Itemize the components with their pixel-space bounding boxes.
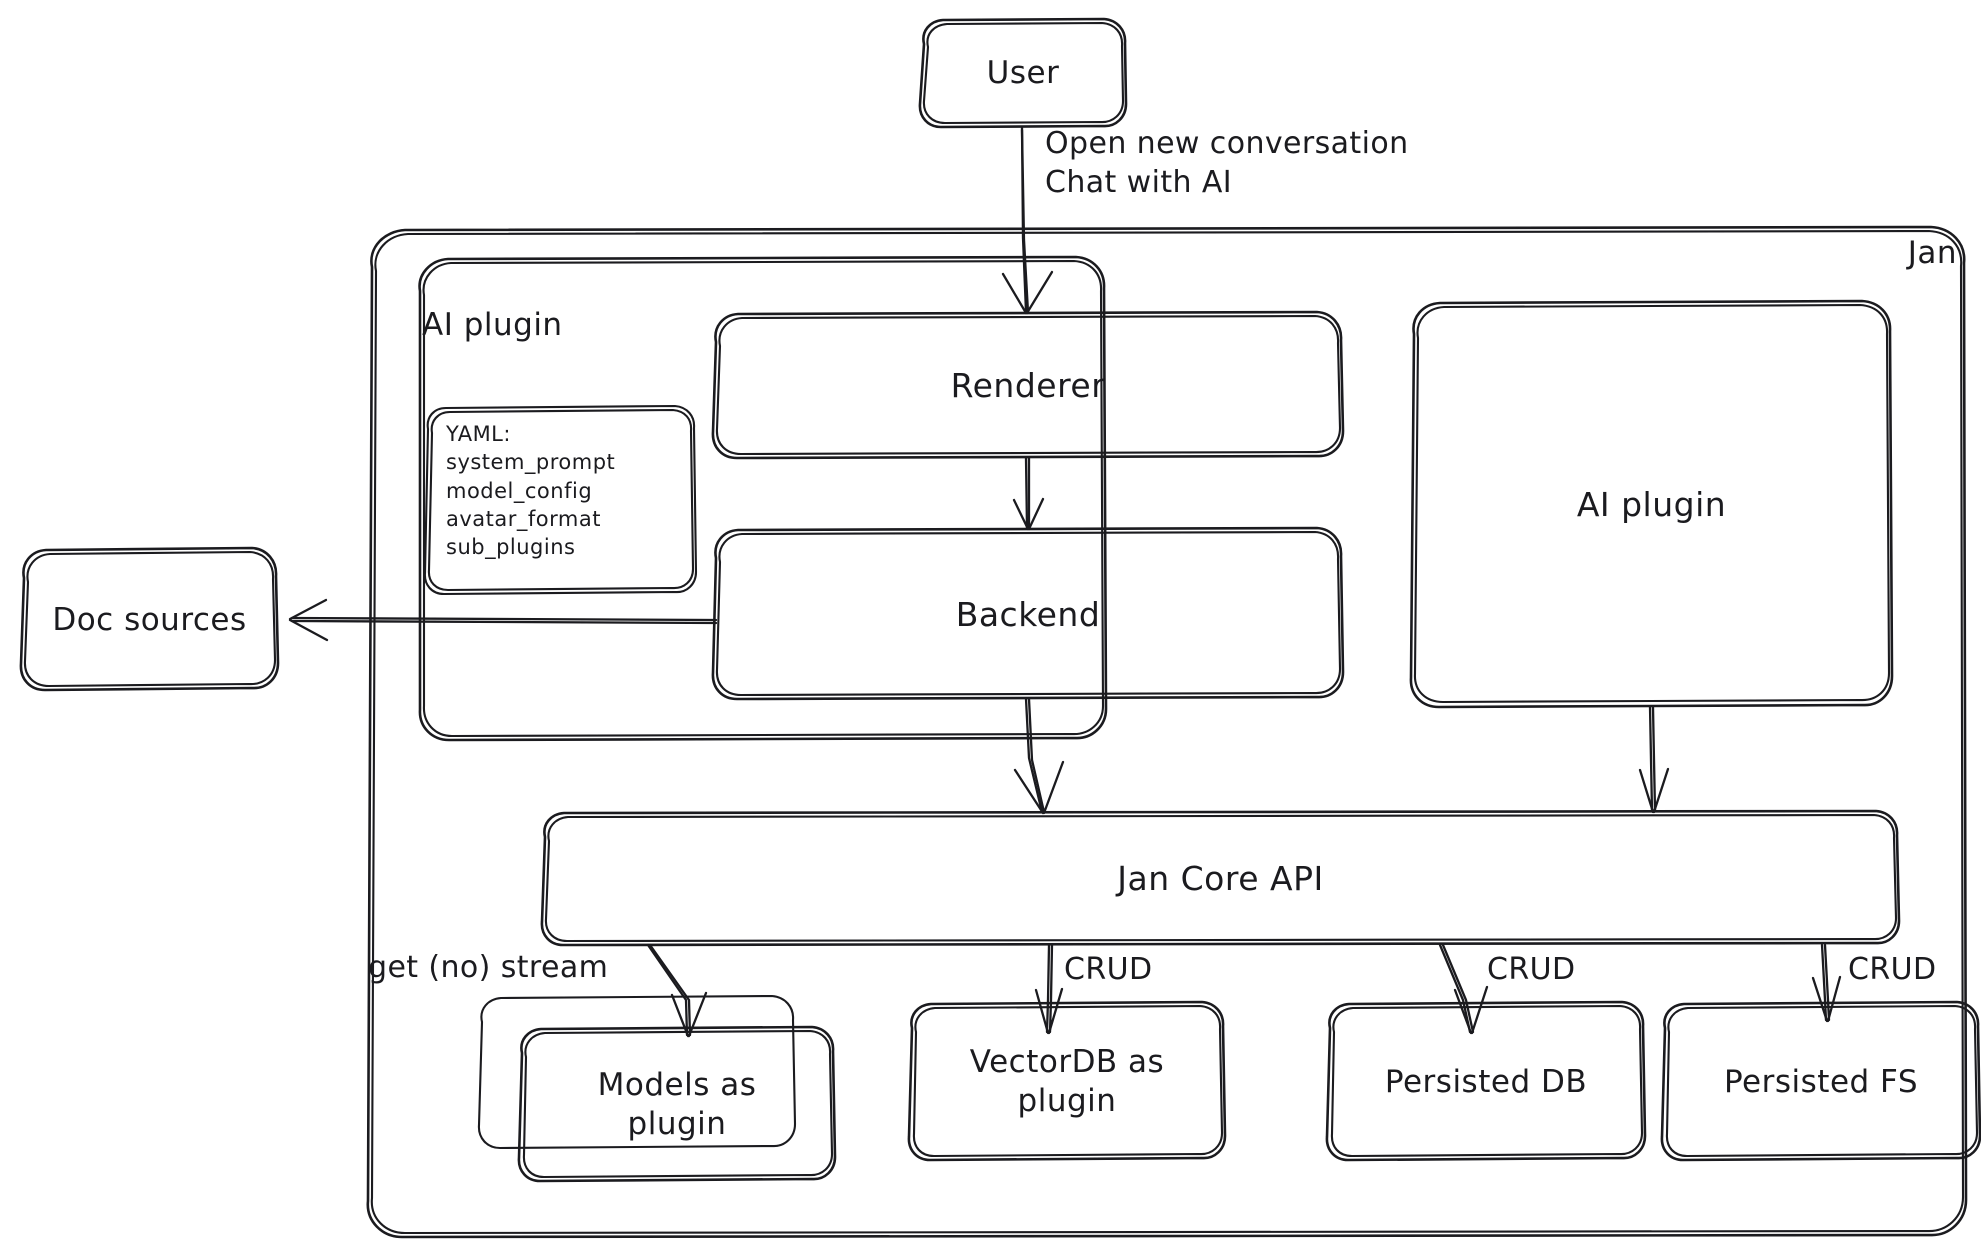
- node-jan-core-api[interactable]: [540, 809, 1901, 947]
- edge-backend-core: [1013, 697, 1065, 815]
- container-label-jan: Jan: [1907, 235, 1957, 271]
- node-models[interactable]: [477, 994, 837, 1183]
- edge-backend-doc-sources: [288, 598, 718, 642]
- edge-aiplugin-core: [1638, 705, 1670, 814]
- edge-core-vectordb: [1034, 943, 1064, 1035]
- container-jan: [366, 225, 1968, 1239]
- edge-user-renderer: [1001, 126, 1054, 315]
- node-yaml[interactable]: [423, 404, 698, 596]
- container-ai-plugin-group: [418, 255, 1108, 742]
- node-doc-sources[interactable]: [19, 546, 280, 692]
- node-user[interactable]: [918, 17, 1128, 129]
- container-label-ai-plugin-group: AI plugin: [422, 307, 563, 343]
- node-persisted-fs[interactable]: [1660, 1000, 1981, 1162]
- edge-core-persisteddb: [1438, 943, 1489, 1035]
- edge-renderer-backend: [1012, 456, 1045, 531]
- edge-core-models: [646, 943, 708, 1038]
- edge-core-persistedfs: [1811, 943, 1842, 1023]
- node-backend[interactable]: [711, 526, 1345, 701]
- node-persisted-db[interactable]: [1325, 1000, 1647, 1162]
- node-ai-plugin[interactable]: [1409, 299, 1894, 709]
- node-vectordb[interactable]: [907, 1000, 1227, 1162]
- node-renderer[interactable]: [711, 310, 1345, 460]
